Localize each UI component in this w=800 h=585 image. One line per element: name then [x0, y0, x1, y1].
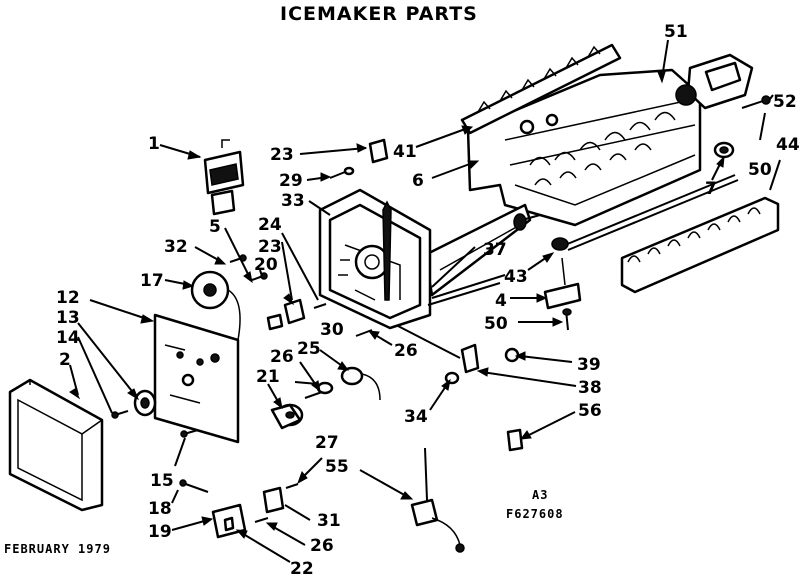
- callout-30: 30: [320, 320, 344, 340]
- callout-31: 31: [317, 511, 341, 531]
- callout-34: 34: [404, 407, 428, 427]
- code-stamp-line1: A3: [532, 488, 548, 502]
- callout-23: 23: [270, 145, 294, 165]
- callout-51: 51: [664, 22, 688, 42]
- screw-52: [741, 95, 771, 109]
- callout-39: 39: [577, 355, 601, 375]
- nut-39: [504, 347, 520, 363]
- callout-24: 24: [258, 215, 282, 235]
- callout-25: 25: [297, 339, 321, 359]
- date-stamp: FEBRUARY 1979: [4, 542, 111, 556]
- arm-18: [179, 479, 209, 493]
- screw-13: [111, 410, 129, 419]
- callout-55: 55: [325, 457, 349, 477]
- callout-23: 23: [258, 237, 282, 257]
- callout-7: 7: [705, 179, 717, 199]
- water-valve: [203, 139, 245, 216]
- callout-50: 50: [748, 160, 772, 180]
- callout-50: 50: [484, 314, 508, 334]
- screw-27: [285, 483, 299, 489]
- gear-14: [133, 389, 157, 417]
- diagram-title: ICEMAKER PARTS: [280, 3, 478, 25]
- callout-29: 29: [279, 171, 303, 191]
- switch-23-top: [368, 138, 389, 164]
- screw-26-bottom: [254, 517, 269, 523]
- ice-mold-tray: [466, 68, 702, 227]
- callout-15: 15: [150, 471, 174, 491]
- screw-29: [329, 166, 355, 179]
- switch-31: [262, 486, 285, 514]
- switch-23-lower: [266, 298, 306, 331]
- callout-17: 17: [140, 271, 164, 291]
- lever-38: [460, 343, 480, 374]
- callout-2: 2: [59, 350, 71, 370]
- cap-56: [506, 428, 524, 452]
- callout-13: 13: [56, 308, 80, 328]
- bracket-4: [543, 257, 582, 310]
- callout-43: 43: [504, 267, 528, 287]
- thermostat-30: [340, 366, 381, 401]
- spring-24: [313, 303, 327, 309]
- bearing-7: [713, 141, 735, 159]
- callout-33: 33: [281, 191, 305, 211]
- callout-26: 26: [270, 347, 294, 367]
- callout-44: 44: [776, 135, 800, 155]
- callout-26: 26: [310, 536, 334, 556]
- callout-4: 4: [495, 291, 507, 311]
- screw-26-mid: [304, 391, 323, 399]
- code-stamp-line2: F627608: [506, 507, 564, 521]
- callout-41: 41: [393, 142, 417, 162]
- screw-15: [180, 429, 199, 438]
- switch-bracket: [211, 503, 247, 539]
- callout-56: 56: [578, 401, 602, 421]
- callout-38: 38: [578, 378, 602, 398]
- shutoff-arm: [513, 174, 739, 251]
- callout-22: 22: [290, 559, 314, 579]
- control-housing: [318, 188, 432, 330]
- callout-1: 1: [148, 134, 160, 154]
- front-cover: [8, 378, 104, 512]
- callout-21: 21: [256, 367, 280, 387]
- callout-18: 18: [148, 499, 172, 519]
- callout-32: 32: [164, 237, 188, 257]
- callout-19: 19: [148, 522, 172, 542]
- callout-6: 6: [412, 171, 424, 191]
- callout-labels: 1 23 29 33 5 32 24 23 20 17 12 13 14 2 1…: [56, 22, 800, 579]
- mounting-plate: [153, 313, 240, 444]
- callout-26: 26: [394, 341, 418, 361]
- callout-37: 37: [483, 240, 507, 260]
- motor-17: [190, 270, 241, 341]
- callout-14: 14: [56, 328, 80, 348]
- wire-harness: [410, 447, 465, 553]
- leader-lines: [69, 39, 781, 563]
- screw-50-lower: [562, 308, 572, 331]
- callout-12: 12: [56, 288, 80, 308]
- shutoff-bail-arm: [427, 274, 506, 306]
- holder-21: [270, 403, 304, 430]
- fill-cup: [675, 53, 754, 110]
- callout-20: 20: [254, 255, 278, 275]
- front-cover-rail: [620, 196, 780, 294]
- callout-52: 52: [773, 92, 797, 112]
- callout-5: 5: [209, 217, 221, 237]
- callout-27: 27: [315, 433, 339, 453]
